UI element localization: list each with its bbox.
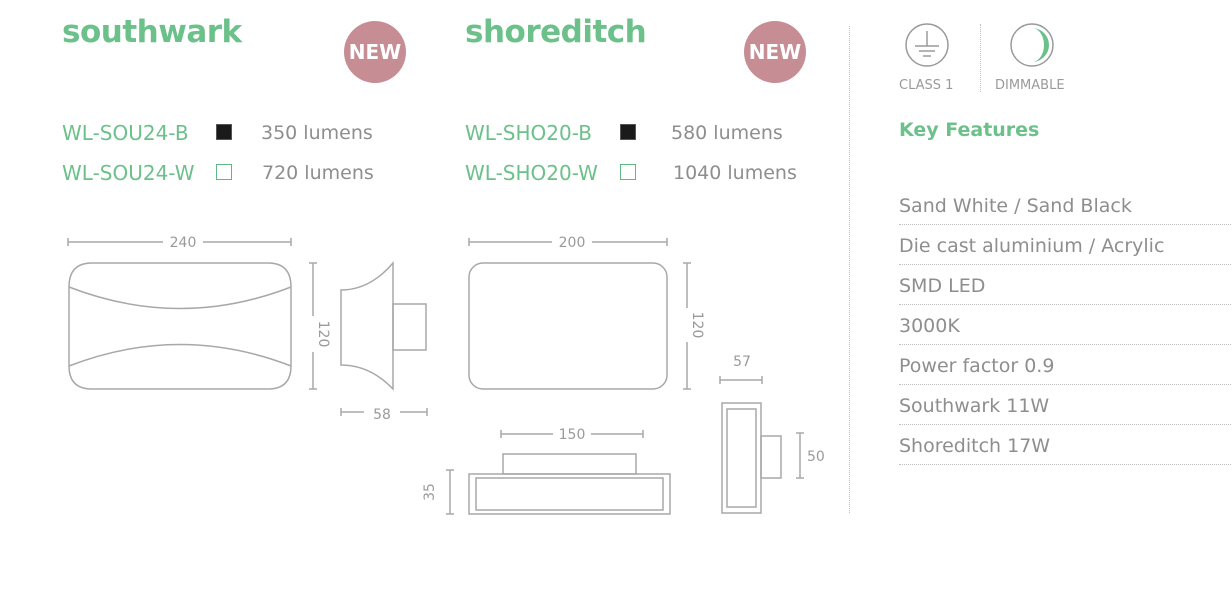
key-features-list: Sand White / Sand Black Die cast alumini… xyxy=(899,185,1232,465)
feature-item: Sand White / Sand Black xyxy=(899,185,1232,225)
shoreditch-lumens-w: 1040 lumens xyxy=(673,162,797,184)
shoreditch-front-drawing xyxy=(468,262,668,390)
white-swatch xyxy=(620,164,636,180)
shoreditch-lumens-b: 580 lumens xyxy=(671,122,783,144)
white-swatch xyxy=(216,164,232,180)
column-divider xyxy=(849,26,850,513)
dimmable-icon xyxy=(1010,23,1054,67)
shoreditch-model-code-w: WL-SHO20-W xyxy=(465,161,598,185)
dimmable-label: DIMMABLE xyxy=(995,78,1065,93)
black-swatch xyxy=(216,124,232,140)
southwark-model-code-b: WL-SOU24-B xyxy=(62,121,189,145)
southwark-depth-label: 58 xyxy=(373,407,391,423)
shoreditch-model-code-b: WL-SHO20-B xyxy=(465,121,592,145)
technical-drawings: 240 120 58 200 120 150 35 57 50 xyxy=(67,235,825,515)
feature-item: Southwark 11W xyxy=(899,385,1232,425)
shoreditch-bottom-drawing xyxy=(468,453,671,515)
shoreditch-bottom-height-label: 35 xyxy=(422,483,438,501)
shoreditch-new-badge: NEW xyxy=(744,21,806,83)
shoreditch-side-depth-label: 57 xyxy=(733,354,751,370)
feature-item: SMD LED xyxy=(899,265,1232,305)
southwark-lumens-b: 350 lumens xyxy=(261,122,373,144)
feature-item: 3000K xyxy=(899,305,1232,345)
southwark-lumens-w: 720 lumens xyxy=(262,162,374,184)
southwark-new-badge: NEW xyxy=(344,21,406,83)
shoreditch-title: shoreditch xyxy=(465,14,647,50)
southwark-model-code-w: WL-SOU24-W xyxy=(62,161,195,185)
southwark-height-label: 120 xyxy=(315,321,331,348)
shoreditch-width-label: 200 xyxy=(559,235,586,251)
southwark-title: southwark xyxy=(62,14,242,50)
shoreditch-side-height-label: 50 xyxy=(807,449,825,465)
shoreditch-bottom-width-label: 150 xyxy=(559,427,586,443)
shoreditch-height-label: 120 xyxy=(689,312,705,339)
southwark-width-label: 240 xyxy=(170,235,197,251)
icon-divider xyxy=(980,24,981,92)
key-features-title: Key Features xyxy=(899,119,1040,141)
feature-item: Power factor 0.9 xyxy=(899,345,1232,385)
southwark-side-drawing xyxy=(340,260,427,391)
class1-label: CLASS 1 xyxy=(899,78,954,93)
black-swatch xyxy=(620,124,636,140)
feature-item: Shoreditch 17W xyxy=(899,425,1232,465)
earth-ground-icon xyxy=(905,23,949,67)
southwark-front-drawing xyxy=(68,262,292,390)
feature-item: Die cast aluminium / Acrylic xyxy=(899,225,1232,265)
shoreditch-side-drawing xyxy=(721,402,782,514)
